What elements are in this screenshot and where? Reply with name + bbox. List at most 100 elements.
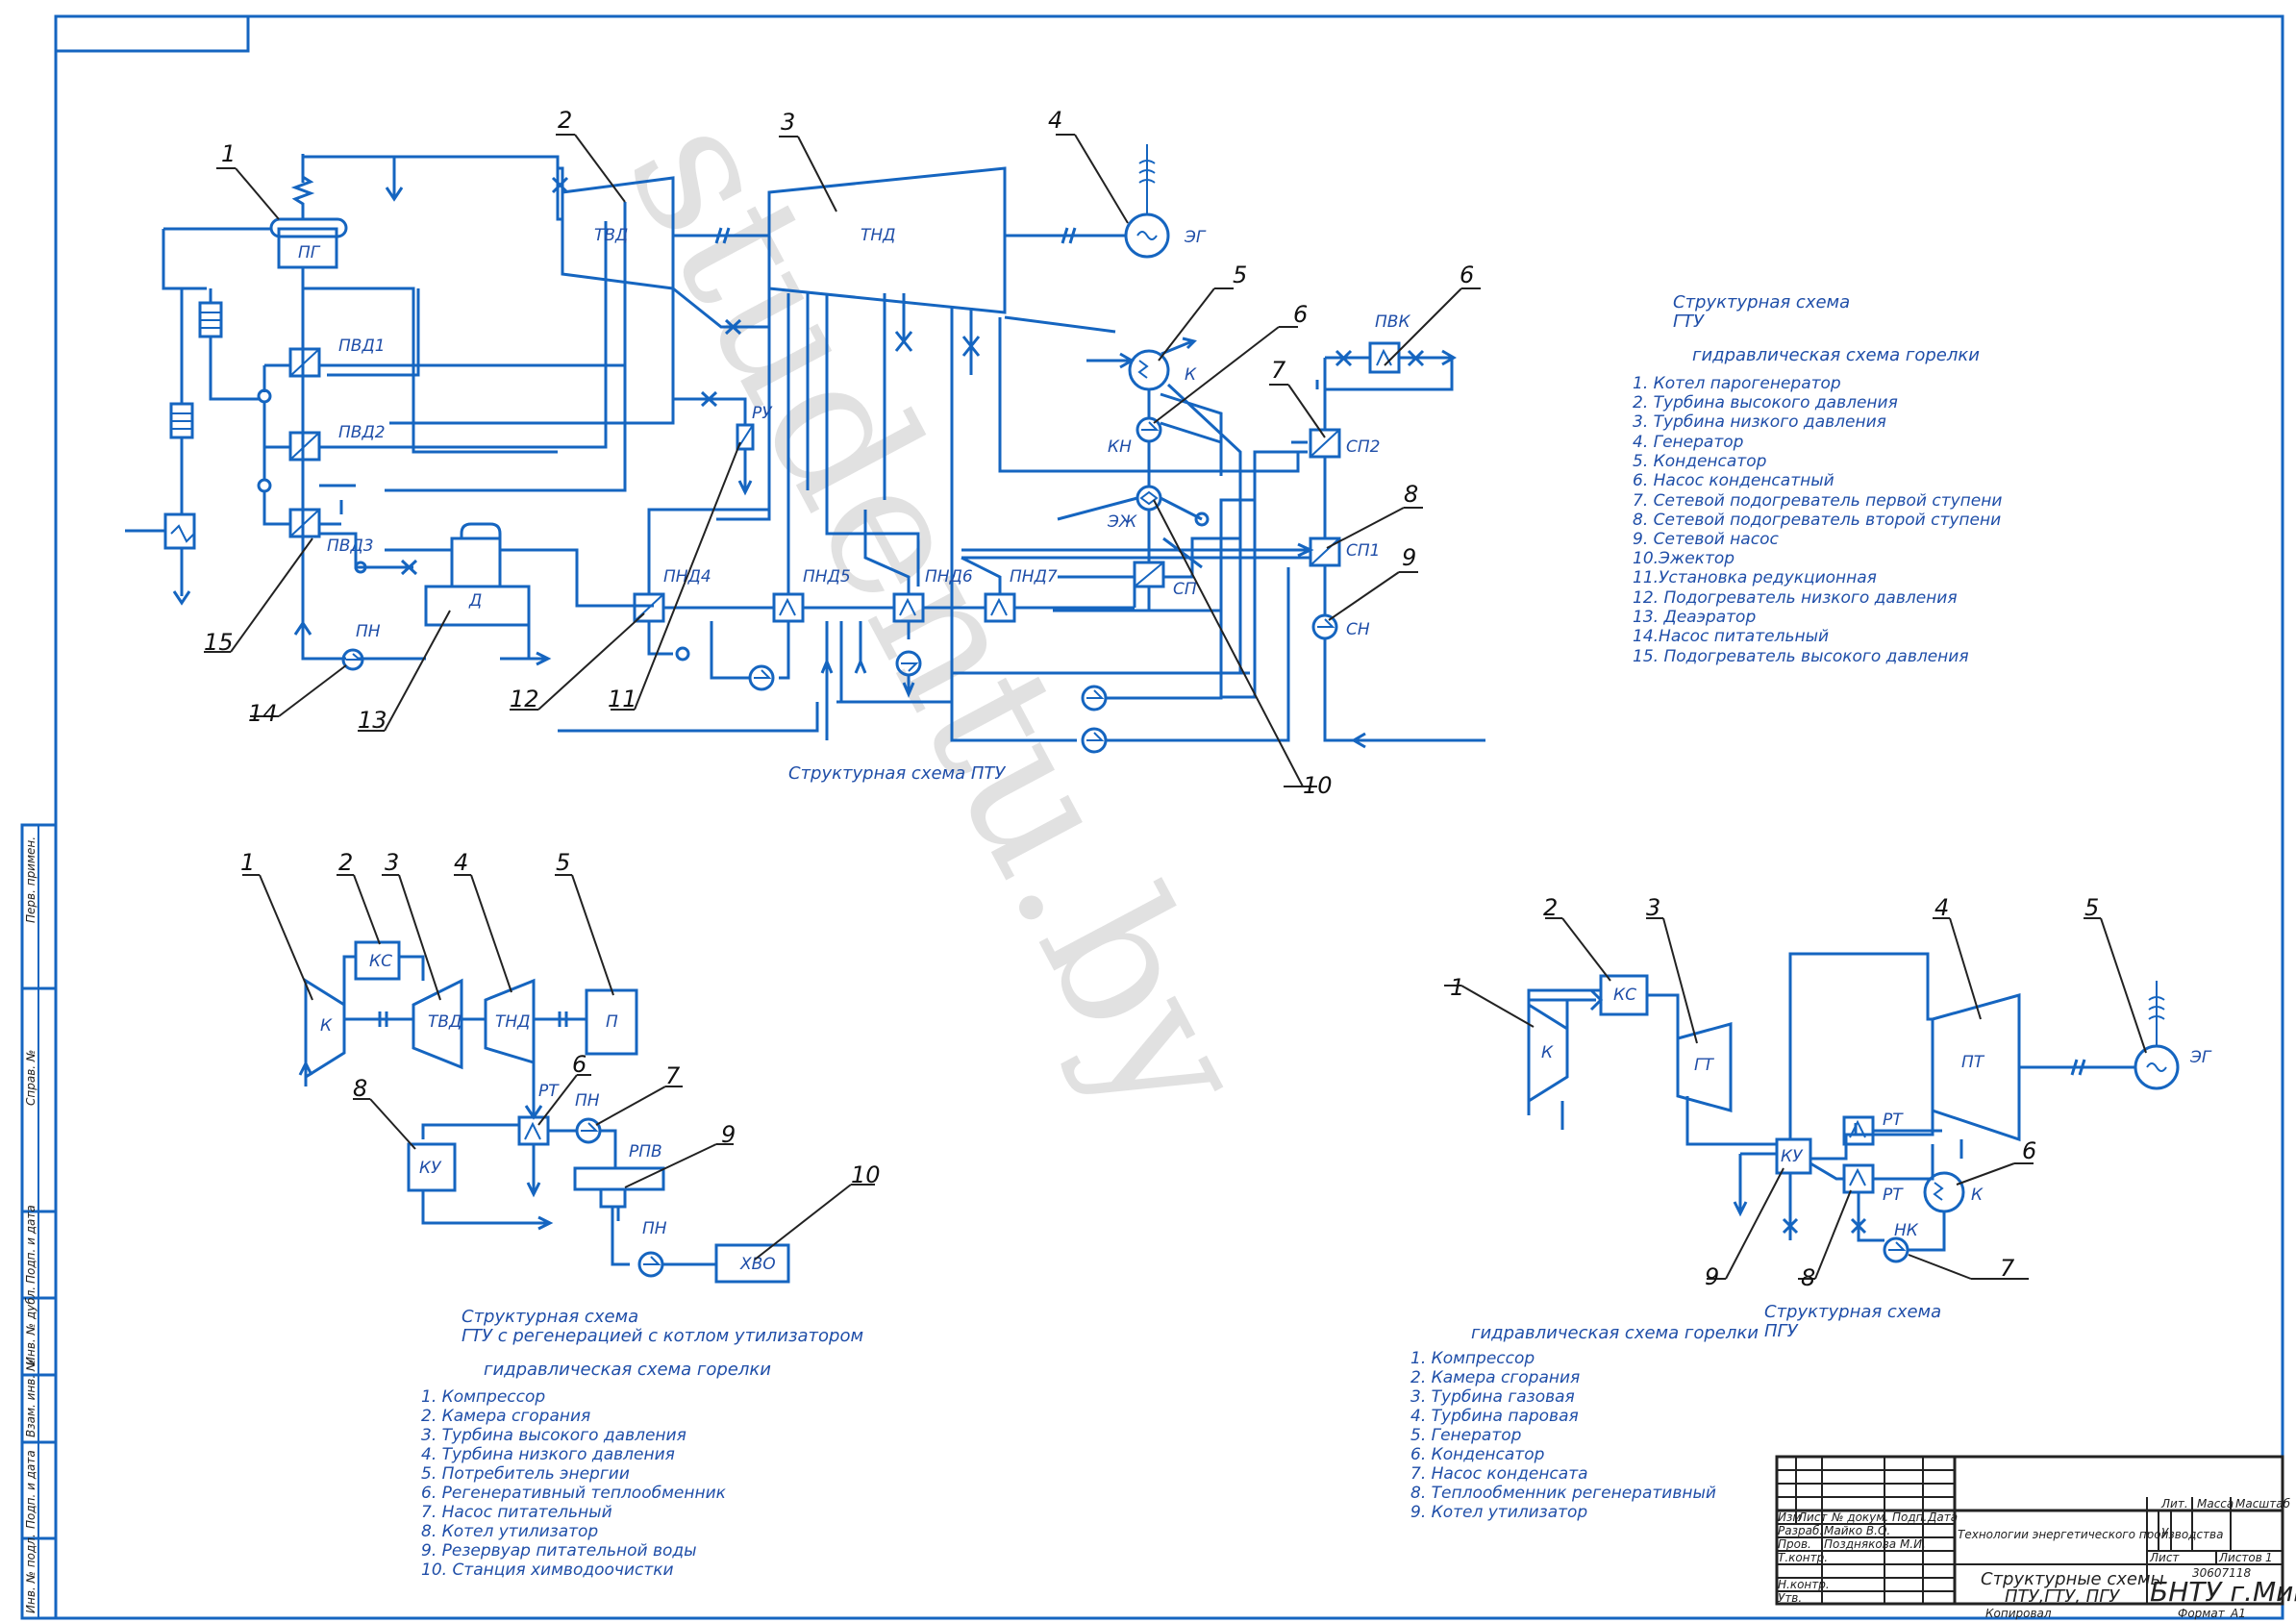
pgu-legend-3: 3. Турбина газовая (1410, 1387, 1575, 1407)
pgu-legend-9: 9. Котел утилизатор (1410, 1503, 1587, 1522)
label-pvd2: ПВД2 (338, 423, 386, 442)
ptu-legend-13: 13. Деаэратор (1633, 608, 1756, 627)
gtu-label-rt: РТ (538, 1082, 560, 1101)
tb-izm: Изм (1778, 1511, 1801, 1524)
pgu-callout-5: 5 (2084, 894, 2099, 921)
ptu-legend: 1. Котел парогенератор 2. Турбина высоко… (1633, 374, 2002, 666)
pgu-callout-4: 4 (1934, 894, 1949, 921)
label-pvk: ПВК (1375, 312, 1410, 332)
gtu-label-tnd: ТНД (495, 1012, 530, 1032)
pgu-rt-1: РТ (1842, 1111, 1904, 1146)
ptu-legend-9: 9. Сетевой насос (1633, 530, 1779, 549)
label-sp2: СП2 (1346, 437, 1380, 457)
pgu-combustion: КС (1599, 974, 1649, 1016)
label-pnd7: ПНД7 (1010, 567, 1058, 587)
stamp-inv-podl: Инв. № подл. (24, 1534, 37, 1613)
callout-ptu-6b: 6 (1460, 262, 1474, 288)
pgu-legend-1: 1. Компрессор (1410, 1349, 1535, 1368)
tb-sheet-title-2: ПТУ,ГТУ, ПГУ (2005, 1586, 2120, 1607)
callout-ptu-14: 14 (248, 700, 278, 727)
condenser: К (1128, 349, 1197, 391)
pvd2-heater: ПВД2 (288, 423, 386, 462)
tb-scale: Масштаб (2235, 1497, 2291, 1511)
pgu-label-pt: ПТ (1961, 1053, 1985, 1072)
label-pn: ПН (356, 622, 381, 641)
label-ej: ЭЖ (1107, 512, 1137, 532)
pgu-label-k: К (1541, 1043, 1554, 1062)
tb-dokum: № докум. (1831, 1511, 1888, 1524)
tb-lit-value: У (2161, 1526, 2169, 1539)
kn-pump: КН (1108, 416, 1162, 457)
gtu-legend-6: 6. Регенеративный теплообменник (421, 1484, 727, 1503)
combustion-chamber: КС (354, 940, 401, 981)
pgu-label-ks: КС (1613, 986, 1636, 1005)
ptu-caption: Структурная схема ПТУ (788, 763, 1006, 784)
stamp-sprav: Справ. № (24, 1050, 37, 1106)
callout-ptu-3: 3 (781, 109, 795, 136)
gtu-label-pn1: ПН (575, 1091, 600, 1111)
tb-sheets: Листов (2218, 1551, 2262, 1564)
label-tnd: ТНД (861, 226, 895, 245)
pgu-label-nk: НК (1894, 1221, 1919, 1240)
stamp-perv-primen: Перв. примен. (24, 836, 37, 923)
stamp-podp-data-1: Подп. и дата (24, 1205, 37, 1284)
tnd-turbine-gtu: ТНД (484, 978, 536, 1065)
tb-nkontr: Н.контр. (1778, 1578, 1830, 1591)
gtu-regen-scheme: К КС ТВД ТНД П РТ ПН (240, 849, 881, 1580)
pgu-rt-2: РТ (1842, 1163, 1904, 1205)
label-pvd1: ПВД1 (338, 337, 386, 356)
gtu-callout-6: 6 (572, 1051, 586, 1078)
pgu-legend-7: 7. Насос конденсата (1410, 1464, 1588, 1484)
tb-document: Технологии энергетического производства (1958, 1528, 2223, 1541)
gtu-regen-legend: 1. Компрессор 2. Камера сгорания 3. Турб… (421, 1387, 727, 1580)
callout-ptu-9: 9 (1402, 544, 1416, 571)
ptu-legend-8: 8. Сетевой подогреватель второй ступени (1633, 511, 2001, 530)
gtu-callout-8: 8 (353, 1075, 367, 1102)
gtu-callouts: 1 2 3 4 5 6 7 8 9 10 (240, 849, 881, 1261)
gtu-callout-7: 7 (665, 1062, 681, 1089)
ptu-legend-2: 2. Турбина высокого давления (1633, 393, 1898, 412)
gtu-title-line1: Структурная схема (1673, 292, 1850, 312)
gtu-label-ku: КУ (419, 1159, 442, 1178)
pgu-callout-7: 7 (2000, 1255, 2015, 1282)
tb-prov: Пров. (1778, 1537, 1811, 1551)
label-pvd3: ПВД3 (327, 537, 374, 556)
gtu-regen-title-1: Структурная схема (462, 1307, 638, 1327)
label-sp: СП (1173, 580, 1197, 599)
gtu-callout-4: 4 (454, 849, 468, 876)
label-d: Д (468, 591, 482, 611)
ejector: ЭЖ (1107, 485, 1162, 532)
feedwater-tank: РПВ (573, 1142, 665, 1209)
pgu-callout-9: 9 (1705, 1263, 1719, 1290)
callout-ptu-7: 7 (1271, 357, 1286, 384)
gtu-label-pn2: ПН (642, 1219, 667, 1238)
tb-tkontr: Т.контр. (1778, 1551, 1828, 1564)
tb-name-2: Позднякова М.И. (1824, 1537, 1926, 1551)
pgu-compressor: К (1527, 1002, 1569, 1104)
ptu-scheme: ПГ ПВД1 ПВД2 ПВД3 (125, 107, 1485, 799)
sn-pump: СН (1311, 613, 1370, 640)
label-pnd5: ПНД5 (803, 567, 851, 587)
gtu-callout-10: 10 (851, 1161, 881, 1188)
gtu-callout-5: 5 (556, 849, 570, 876)
ptu-legend-3: 3. Турбина низкого давления (1633, 412, 1886, 432)
tnd-turbine: ТНД (767, 166, 1007, 314)
pgu-subtitle: гидравлическая схема горелки (1471, 1323, 1759, 1343)
pn-pump-gtu-1: ПН (575, 1091, 602, 1144)
regen-heat-exchanger: РТ (517, 1082, 560, 1146)
steam-generator: ПГ (269, 154, 348, 269)
ptu-legend-1: 1. Котел парогенератор (1633, 374, 1841, 393)
ptu-legend-6: 6. Насос конденсатный (1633, 471, 1834, 490)
gtu-callout-2: 2 (338, 849, 353, 876)
gtu-label-k: К (320, 1016, 333, 1036)
pgu-title-1: Структурная схема (1764, 1302, 1941, 1322)
pgu-legend: 1. Компрессор 2. Камера сгорания 3. Турб… (1410, 1349, 1716, 1522)
gtu-title-line2: ГТУ (1673, 312, 1705, 332)
pgu-callouts: 1 2 3 4 5 6 7 8 9 (1444, 894, 2147, 1291)
sp2-heater: СП2 (1309, 428, 1380, 459)
gtu-regen-subtitle: гидравлическая схема горелки (484, 1360, 771, 1380)
pgu-generator: ЭГ (2134, 981, 2212, 1090)
ptu-legend-12: 12. Подогреватель низкого давления (1633, 588, 1958, 608)
gtu-legend-3: 3. Турбина высокого давления (421, 1426, 686, 1445)
gtu-regen-title-2: ГТУ с регенерацией с котлом утилизатором (462, 1326, 863, 1346)
